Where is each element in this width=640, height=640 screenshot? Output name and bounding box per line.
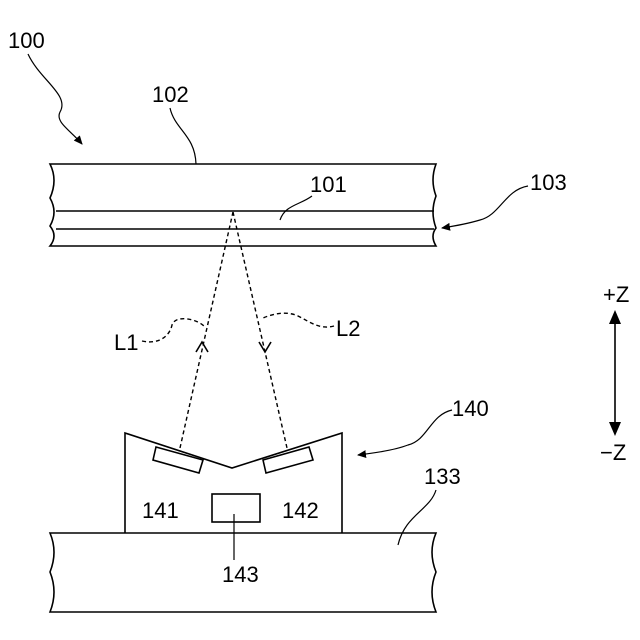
label-L1: L1 (114, 330, 138, 355)
leader-102 (170, 108, 196, 164)
label-minus-z: −Z (600, 440, 626, 465)
z-axis-indicator (609, 310, 621, 436)
label-100: 100 (8, 28, 45, 53)
light-path-return (233, 212, 287, 448)
leader-140 (358, 410, 452, 455)
label-140: 140 (452, 396, 489, 421)
label-142: 142 (282, 498, 319, 523)
leader-L1 (142, 319, 204, 342)
element-143 (212, 494, 260, 522)
leader-100 (28, 54, 82, 144)
label-133: 133 (424, 464, 461, 489)
leader-133 (398, 490, 436, 545)
leader-101 (280, 196, 312, 220)
label-103: 103 (530, 170, 567, 195)
arrow-down-marker (259, 342, 271, 352)
light-path-outgoing (180, 212, 233, 448)
leader-103 (442, 186, 528, 228)
upper-plate-102 (50, 164, 436, 246)
label-L2: L2 (336, 316, 360, 341)
label-143: 143 (222, 562, 259, 587)
label-plus-z: +Z (603, 282, 629, 307)
label-101: 101 (310, 172, 347, 197)
leader-L2 (263, 313, 334, 327)
label-102: 102 (152, 82, 189, 107)
label-141: 141 (142, 498, 179, 523)
